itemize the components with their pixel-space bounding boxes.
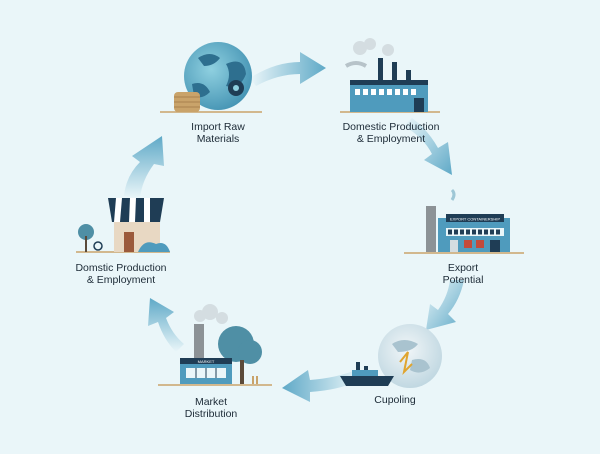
label-line-2: Distribution bbox=[184, 408, 238, 420]
label-market-distribution: Market Distribution bbox=[176, 396, 246, 420]
label-domstic-production-left: Domstic Production & Employment bbox=[66, 262, 176, 286]
arrow-cupoling-to-market bbox=[282, 370, 360, 402]
label-line-2: Potential bbox=[442, 274, 484, 286]
label-domestic-production-top: Domestic Production & Employment bbox=[336, 121, 446, 145]
arrow-import-to-domestic bbox=[250, 52, 326, 86]
export-building-icon: EXPORT CONTAINERSHIP bbox=[404, 188, 524, 254]
label-line-1: Market bbox=[194, 396, 228, 408]
label-export-potential: Export Potential bbox=[428, 262, 498, 286]
export-sign-text: EXPORT CONTAINERSHIP bbox=[450, 217, 500, 222]
label-line-2: Materials bbox=[196, 133, 240, 145]
store-building-icon: MARKET bbox=[158, 304, 272, 386]
label-line-1: Domstic Production bbox=[75, 262, 167, 274]
arrow-domestic-left-to-import bbox=[124, 136, 164, 198]
globe-icon bbox=[160, 42, 262, 113]
label-cupoling: Cupoling bbox=[360, 394, 430, 406]
factory-icon bbox=[340, 38, 440, 113]
label-line-1: Export bbox=[447, 262, 479, 274]
arrow-market-to-domestic-left bbox=[148, 298, 184, 352]
label-line-1: Domestic Production bbox=[342, 121, 440, 133]
label-line-2: & Employment bbox=[356, 133, 426, 145]
label-import-raw-materials: Import Raw Materials bbox=[178, 121, 258, 145]
arrow-domestic-to-export bbox=[404, 118, 452, 175]
shop-icon bbox=[76, 198, 170, 253]
label-line-2: & Employment bbox=[86, 274, 156, 286]
cargo-ship-globe-icon bbox=[340, 324, 442, 388]
market-sign-text: MARKET bbox=[198, 359, 215, 364]
label-line-1: Cupoling bbox=[374, 394, 416, 406]
label-line-1: Import Raw bbox=[191, 121, 245, 133]
arrow-export-to-cupoling bbox=[426, 280, 464, 330]
